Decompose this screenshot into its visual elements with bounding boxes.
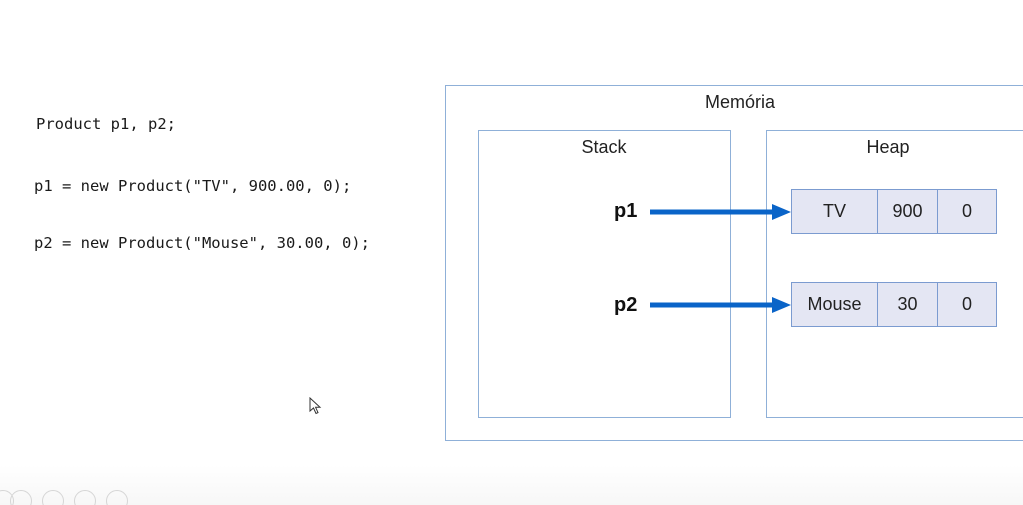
heap-object-mouse: Mouse 30 0 [791,282,997,327]
zoom-icon[interactable] [74,490,96,505]
memory-title: Memória [704,92,775,112]
object-cell-name: Mouse [792,283,878,326]
object-cell-price: 900 [878,190,938,233]
presentation-toolbar [0,465,1023,505]
heap-object-tv: TV 900 0 [791,189,997,234]
reference-p2: p2 [614,294,638,316]
pen-icon[interactable] [10,490,32,505]
heap-box [766,130,1023,418]
stack-title: Stack [581,137,627,157]
heap-title: Heap [866,137,910,157]
object-cell-quantity: 0 [961,294,972,314]
mouse-cursor-icon [309,397,322,415]
code-line-1: Product p1, p2; [36,115,176,133]
object-cell-name: TV [792,190,878,233]
object-cell-price: 30 [878,283,938,326]
memory-box [445,85,1023,441]
slides-icon[interactable] [42,490,64,505]
reference-p1: p1 [614,200,638,222]
object-cell-quantity: 0 [961,201,972,221]
code-line-2: p1 = new Product("TV", 900.00, 0); [34,177,352,195]
code-line-3: p2 = new Product("Mouse", 30.00, 0); [34,234,370,252]
more-icon[interactable] [106,490,128,505]
stack-box [478,130,731,418]
